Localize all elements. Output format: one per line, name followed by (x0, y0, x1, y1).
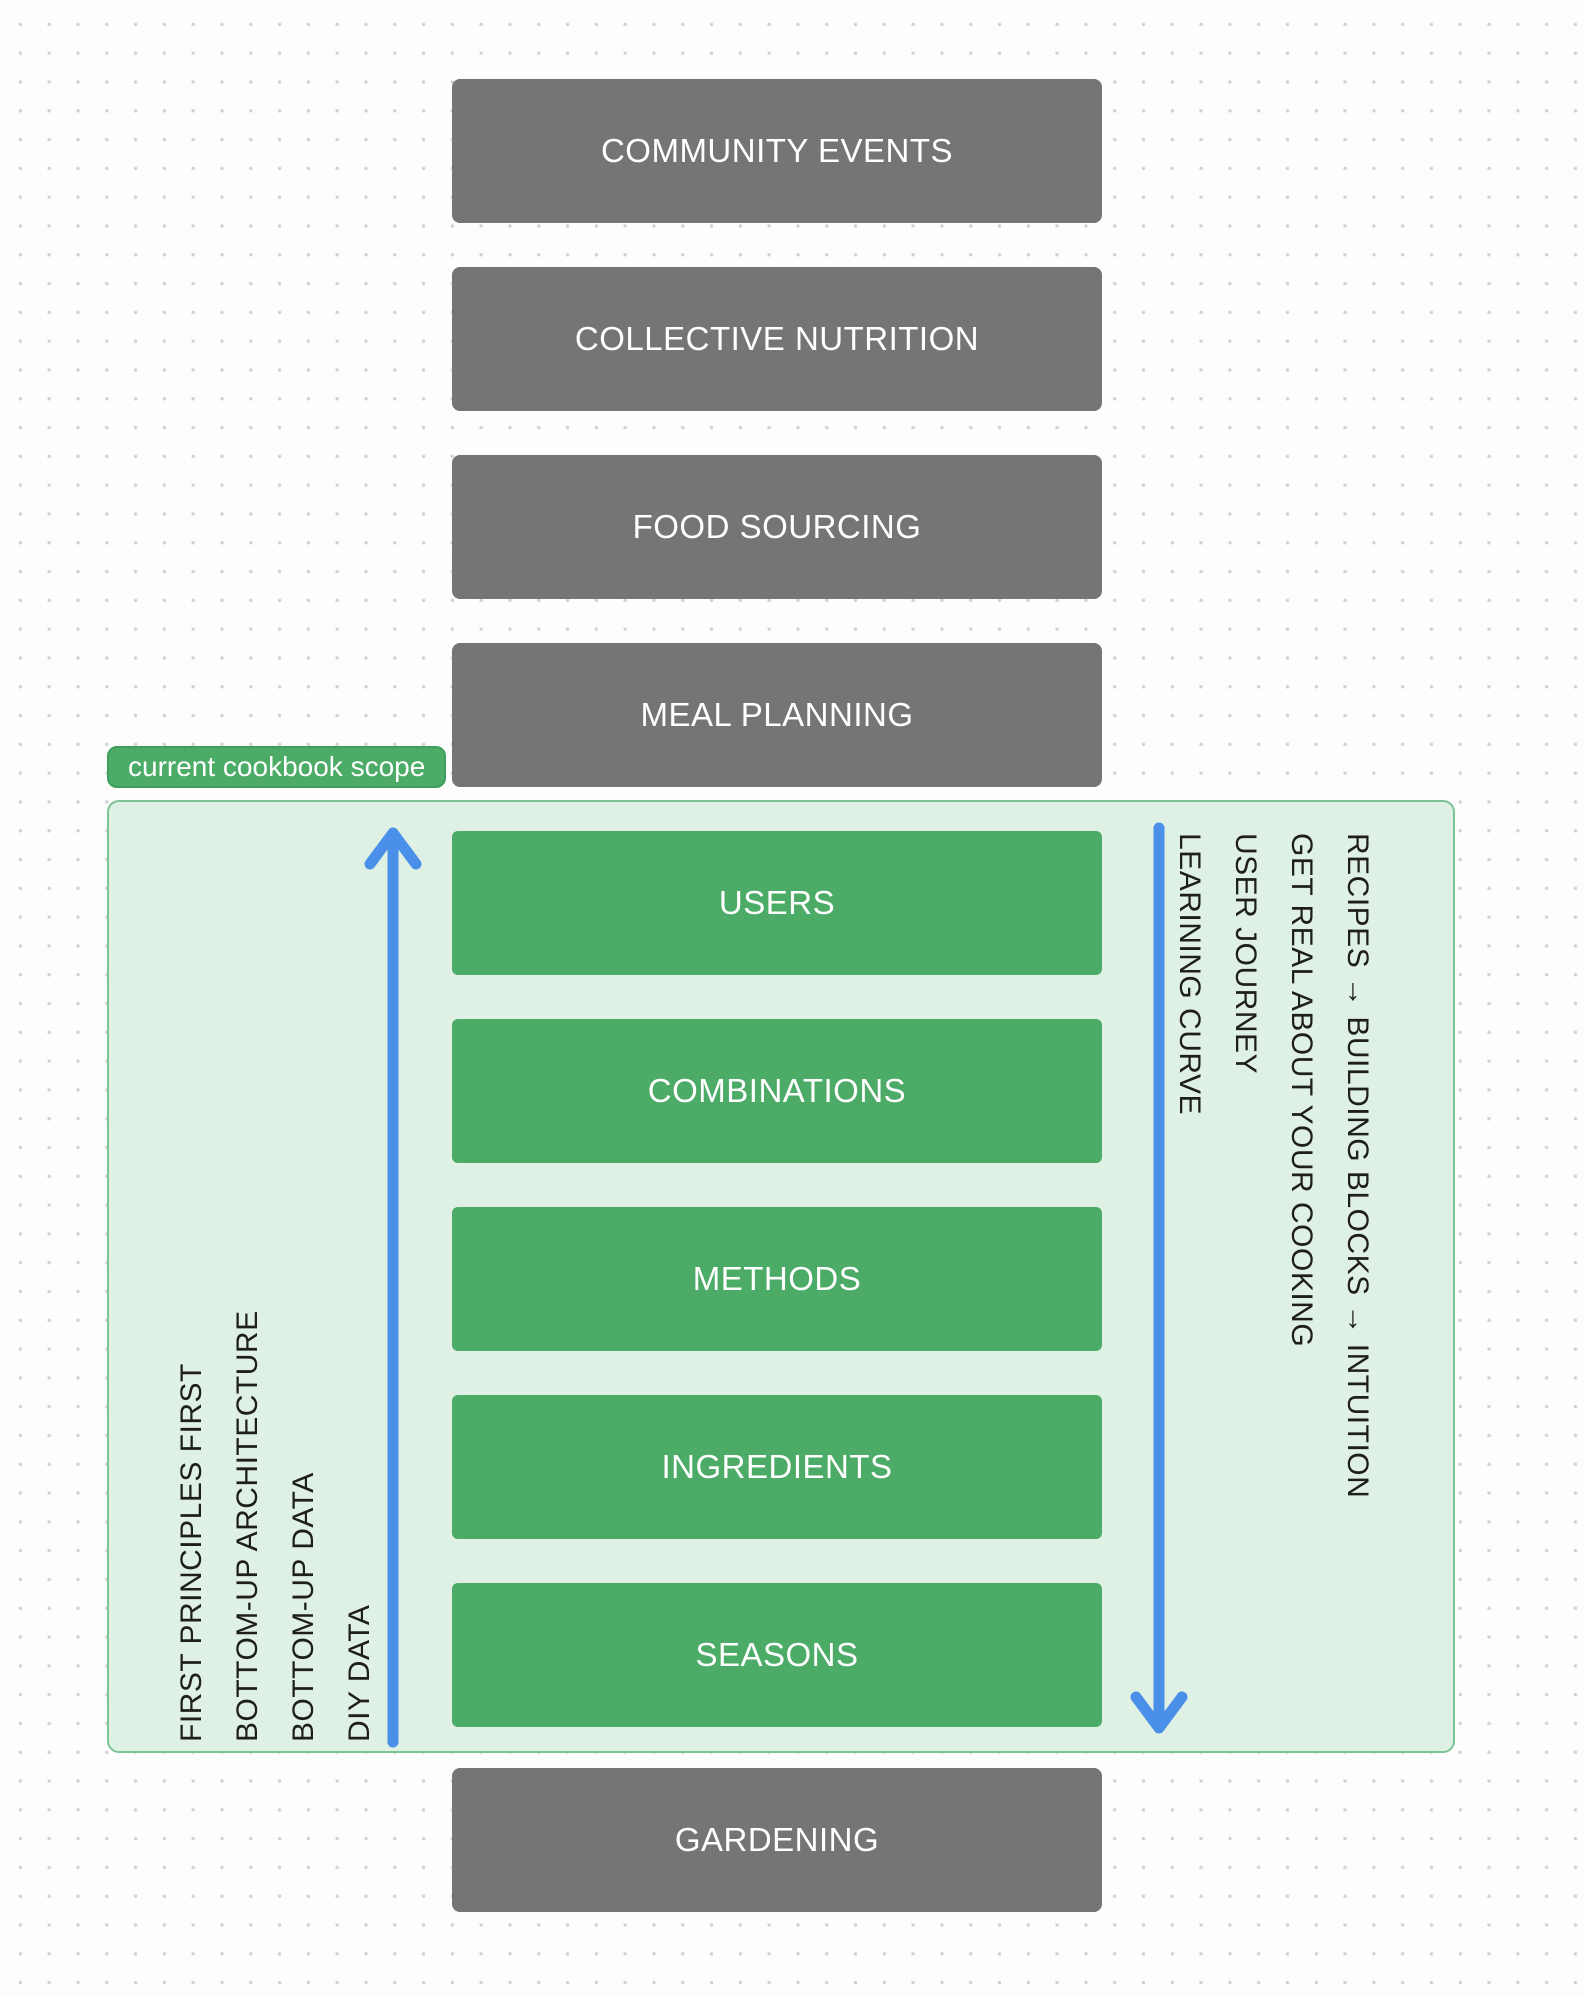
right-annotation-line: RECIPES → BUILDING BLOCKS → INTUITION (1341, 833, 1374, 1499)
layer-label: USERS (718, 884, 836, 921)
left-annotation-line: FIRST PRINCIPLES FIRST (175, 1363, 208, 1742)
layer-box-meal-planning: MEAL PLANNING (452, 643, 1102, 787)
layer-label: COMMUNITY EVENTS (600, 132, 954, 169)
left-annotations: FIRST PRINCIPLES FIRST BOTTOM-UP ARCHITE… (164, 842, 388, 1742)
up-arrow-icon (364, 827, 422, 1748)
layer-box-seasons: SEASONS (452, 1583, 1102, 1727)
right-annotation-line: GET REAL ABOUT YOUR COOKING (1285, 833, 1318, 1348)
cookbook-scope-badge: current cookbook scope (107, 746, 447, 788)
right-annotations: RECIPES → BUILDING BLOCKS → INTUITION GE… (1161, 833, 1385, 1783)
layer-box-ingredients: INGREDIENTS (452, 1395, 1102, 1539)
layer-box-community-events: COMMUNITY EVENTS (452, 79, 1102, 223)
layer-label: INGREDIENTS (661, 1448, 893, 1485)
right-annotation-line: USER JOURNEY (1229, 833, 1262, 1075)
layer-box-methods: METHODS (452, 1207, 1102, 1351)
down-arrow-icon (1130, 822, 1188, 1734)
layer-label: MEAL PLANNING (640, 696, 914, 733)
layer-box-combinations: COMBINATIONS (452, 1019, 1102, 1163)
layer-label: COLLECTIVE NUTRITION (574, 320, 980, 357)
layer-label: COMBINATIONS (647, 1072, 907, 1109)
layer-label: FOOD SOURCING (632, 508, 922, 545)
badge-label: current cookbook scope (128, 751, 426, 782)
left-annotation-line: BOTTOM-UP DATA (287, 1472, 320, 1742)
layer-box-gardening: GARDENING (452, 1768, 1102, 1912)
layer-label: GARDENING (674, 1821, 880, 1858)
layer-box-food-sourcing: FOOD SOURCING (452, 455, 1102, 599)
layer-box-collective-nutrition: COLLECTIVE NUTRITION (452, 267, 1102, 411)
left-annotation-line: BOTTOM-UP ARCHITECTURE (231, 1310, 264, 1742)
layer-label: SEASONS (695, 1636, 859, 1673)
layer-label: METHODS (692, 1260, 862, 1297)
layer-box-users: USERS (452, 831, 1102, 975)
